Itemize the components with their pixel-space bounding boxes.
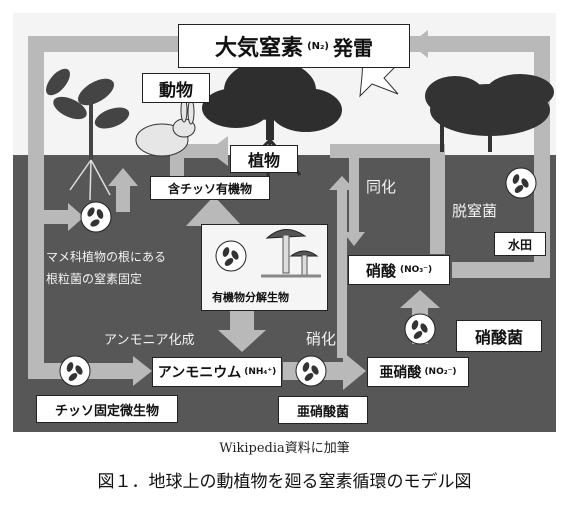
nitrite-bacteria-label: 亜硝酸菌 — [296, 404, 349, 420]
n-organic-matter-label: 含チッソ有機物 — [167, 181, 252, 196]
ammonium-formula: (NH₄⁺) — [244, 367, 277, 377]
nitrate-label: 硝酸 — [365, 261, 396, 280]
nitrate-box: 硝酸 (NO₃⁻) — [348, 255, 450, 285]
bush-silhouette-right — [425, 74, 554, 152]
legume-plant — [46, 68, 130, 201]
figure-caption: 図１．地球上の動植物を廻る窒素循環のモデル図 — [97, 472, 472, 492]
nitrite-label: 亜硝酸 — [379, 365, 422, 381]
n-organic-matter-box: 含チッソ有機物 — [150, 176, 270, 200]
legume-fixation-line1: マメ科植物の根にある — [46, 250, 167, 264]
legume-fixation-line2: 根粒菌の窒素固定 — [46, 272, 143, 286]
animals-box: 動物 — [142, 73, 210, 103]
n2-formula: (N₂) — [307, 40, 329, 52]
plants-box: 植物 — [230, 145, 298, 173]
nitrite-formula: (NO₂⁻) — [424, 367, 457, 377]
decomposers-label: 有機物分解生物 — [212, 291, 289, 304]
nitrite-bacteria-box: 亜硝酸菌 — [278, 396, 368, 424]
nitrate-bacteria-box: 硝酸菌 — [456, 320, 542, 352]
ammonium-label: アンモニウム — [157, 365, 242, 381]
nitrite-box: 亜硝酸 (NO₂⁻) — [367, 357, 469, 387]
nitrate-bacteria-icon — [404, 313, 436, 345]
denitrifying-bacteria-label: 脱窒菌 — [452, 202, 498, 220]
plants-label: 植物 — [247, 151, 280, 170]
nitrate-formula: (NO₃⁻) — [399, 265, 433, 275]
assimilation-label: 同化 — [366, 178, 397, 196]
decomposer-panel-art — [215, 229, 321, 278]
nitrogen-fixing-microbes-label: チッソ固定微生物 — [54, 403, 159, 419]
fixing-microbe-icon — [59, 355, 91, 387]
animals-label: 動物 — [159, 80, 193, 101]
rabbit-image — [135, 97, 196, 157]
ammonium-box: アンモニウム (NH₄⁺) — [152, 357, 282, 387]
source-note: Wikipedia資料に加筆 — [219, 441, 350, 456]
nodule-bacteria-icon — [80, 201, 112, 233]
atmospheric-nitrogen-box: 大気窒素 (N₂) 発雷 — [178, 24, 410, 68]
lightning-label: 発雷 — [332, 35, 373, 60]
paddy-field-label: 水田 — [507, 237, 532, 252]
nitrification-label: 硝化 — [306, 330, 337, 348]
tree-silhouette-center — [202, 60, 342, 179]
nitrogen-fixing-microbes-box: チッソ固定微生物 — [36, 395, 178, 423]
ammonification-label: アンモニア化成 — [104, 333, 195, 348]
nitrite-bacteria-icon — [295, 355, 327, 387]
paddy-field-box: 水田 — [494, 232, 546, 256]
atmospheric-nitrogen-label: 大気窒素 — [215, 36, 304, 61]
denitrifier-bacteria-icon — [505, 167, 537, 199]
nitrate-bacteria-label: 硝酸菌 — [474, 328, 523, 347]
